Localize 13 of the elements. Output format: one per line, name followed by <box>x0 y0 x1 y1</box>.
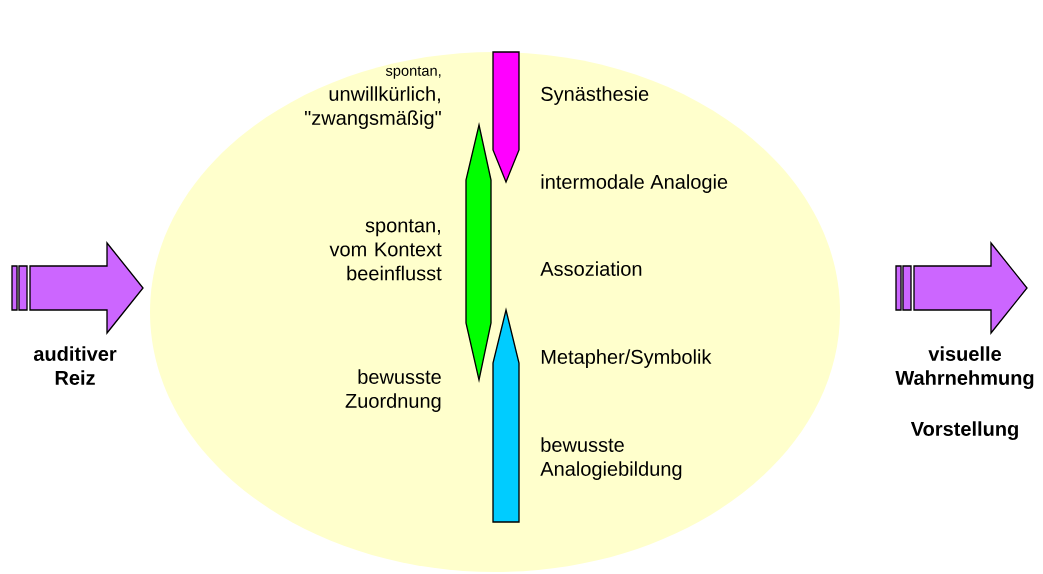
category-label: intermodale Analogie <box>541 174 728 193</box>
perception-label: Vorstellung <box>910 421 1018 440</box>
description-label: spontan, vom Kontext beeinflusst <box>329 219 442 281</box>
category-label: Assoziation <box>540 261 642 276</box>
category-label: bewusste Analogiebildung <box>540 437 682 480</box>
perception-label: visuelle Wahrnehmung <box>895 346 1034 389</box>
description-label: bewusste Zuordnung <box>345 369 441 412</box>
description-label: spontan, <box>385 66 441 79</box>
ellipse-background <box>150 52 840 572</box>
description-label: unwillkürlich, "zwangsmäßig" <box>305 86 441 129</box>
category-label: Metapher/Symbolik <box>541 349 712 368</box>
category-label: Synästhesie <box>541 86 649 105</box>
stimulus-label: auditiver Reiz <box>33 346 117 385</box>
